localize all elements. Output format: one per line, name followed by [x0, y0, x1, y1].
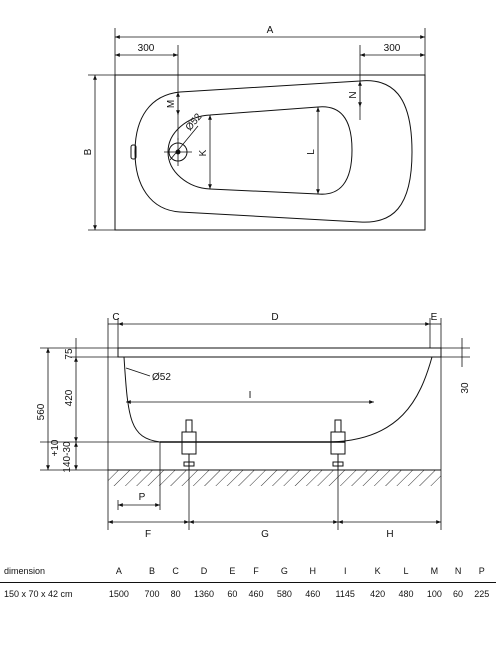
label-i: I	[249, 390, 252, 401]
label-h: H	[386, 529, 393, 540]
tub-body-side	[123, 356, 433, 443]
table-header-cell: K	[363, 560, 392, 583]
table-cell: 460	[305, 589, 321, 599]
technical-drawing: A 300 300 B M N K L Ø52	[36, 25, 471, 540]
label-p: P	[139, 492, 146, 503]
table-row: 150 x 70 x 42 cm 1500 700 80 1360 60 460…	[0, 583, 496, 606]
label-a: A	[267, 25, 274, 36]
table-header-row: dimension A B C D E F G H I K L M N P	[0, 560, 496, 583]
label-b: B	[83, 148, 94, 155]
table-cell: 480	[398, 589, 414, 599]
tub-rim-outline	[114, 74, 426, 231]
table-header-cell: D	[185, 560, 223, 583]
label-l: L	[306, 149, 317, 155]
table-cell: 150 x 70 x 42 cm	[4, 589, 73, 599]
table-cell: 80	[170, 589, 181, 599]
table-header-cell: M	[420, 560, 449, 583]
label-n: N	[348, 91, 359, 98]
table-header-cell: B	[137, 560, 167, 583]
label-f: F	[145, 529, 151, 540]
label-30: 30	[460, 382, 471, 394]
table-header-cell: dimension	[0, 560, 100, 583]
table-header-cell: F	[241, 560, 271, 583]
label-300-left: 300	[138, 43, 155, 54]
table-cell: 1360	[193, 589, 215, 599]
table-header-cell: A	[100, 560, 138, 583]
foot-left	[181, 419, 197, 470]
label-range: 140-30	[62, 441, 73, 473]
table-cell: 100	[426, 589, 442, 599]
side-view	[40, 318, 470, 530]
label-d: D	[271, 312, 278, 323]
tub-basin-outline	[134, 80, 413, 223]
label-m: M	[166, 100, 177, 108]
table-cell: 580	[276, 589, 292, 599]
label-75: 75	[64, 348, 75, 360]
table-cell: 1145	[335, 589, 355, 599]
table-cell: 225	[474, 589, 490, 599]
dimension-table: dimension A B C D E F G H I K L M N P 15…	[0, 560, 496, 605]
table-header-cell: H	[298, 560, 327, 583]
label-g: G	[261, 529, 269, 540]
table-header-cell: P	[467, 560, 496, 583]
label-k: K	[198, 149, 209, 156]
table-cell: 60	[453, 589, 464, 599]
label-420: 420	[64, 389, 75, 406]
label-300-right: 300	[384, 43, 401, 54]
label-e: E	[431, 312, 438, 323]
table-cell: 700	[144, 589, 160, 599]
table-header-cell: L	[391, 560, 421, 583]
floor-hatch	[108, 470, 441, 486]
foot-right	[330, 419, 346, 470]
table-header-cell: N	[448, 560, 468, 583]
label-tol: +10	[50, 439, 61, 456]
table-cell: 1500	[108, 589, 129, 599]
table-header-cell: G	[270, 560, 299, 583]
label-c: C	[112, 312, 119, 323]
label-overflow: Ø52	[152, 372, 171, 383]
label-560: 560	[36, 403, 47, 420]
plan-view	[88, 28, 426, 231]
table-header-cell: E	[222, 560, 242, 583]
label-drain: Ø52	[184, 111, 205, 133]
table-cell: 60	[227, 589, 238, 599]
tub-rim-side	[117, 347, 442, 358]
table-header-cell: I	[326, 560, 364, 583]
table-cell: 460	[248, 589, 264, 599]
table-header-cell: C	[166, 560, 186, 583]
table-cell: 420	[370, 589, 386, 599]
